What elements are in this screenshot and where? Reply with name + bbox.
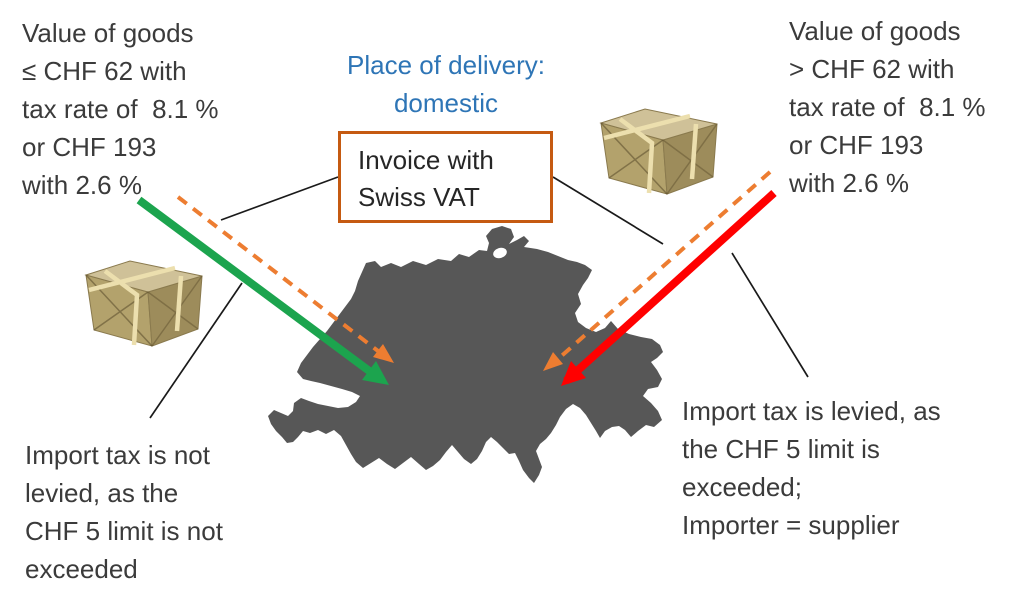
green-arrow [136,196,389,385]
orange-dashed-arrow-left [176,195,394,363]
connector-note-to-red-arrow [731,252,809,378]
connector-note-to-left-package [149,282,243,419]
invoice-with-swiss-vat-box: Invoice with Swiss VAT [338,131,553,223]
connector-box-to-right-arrows [552,176,664,245]
note-value-of-goods-low: Value of goods ≤ CHF 62 with tax rate of… [22,18,219,200]
package-icon-right [601,109,717,194]
package-icon-left [86,261,202,346]
connector-box-to-left-arrows [220,176,339,221]
orange-dashed-arrow-right [543,170,772,371]
note-import-tax-levied: Import tax is levied, as the CHF 5 limit… [682,396,941,540]
note-value-of-goods-high: Value of goods > CHF 62 with tax rate of… [789,16,986,198]
red-arrow [561,190,777,386]
rhine-notch [493,247,507,259]
note-import-tax-not-levied: Import tax is not levied, as the CHF 5 l… [25,440,223,584]
place-of-delivery-heading: Place of delivery: domestic [347,50,545,118]
switzerland-map [268,226,663,483]
